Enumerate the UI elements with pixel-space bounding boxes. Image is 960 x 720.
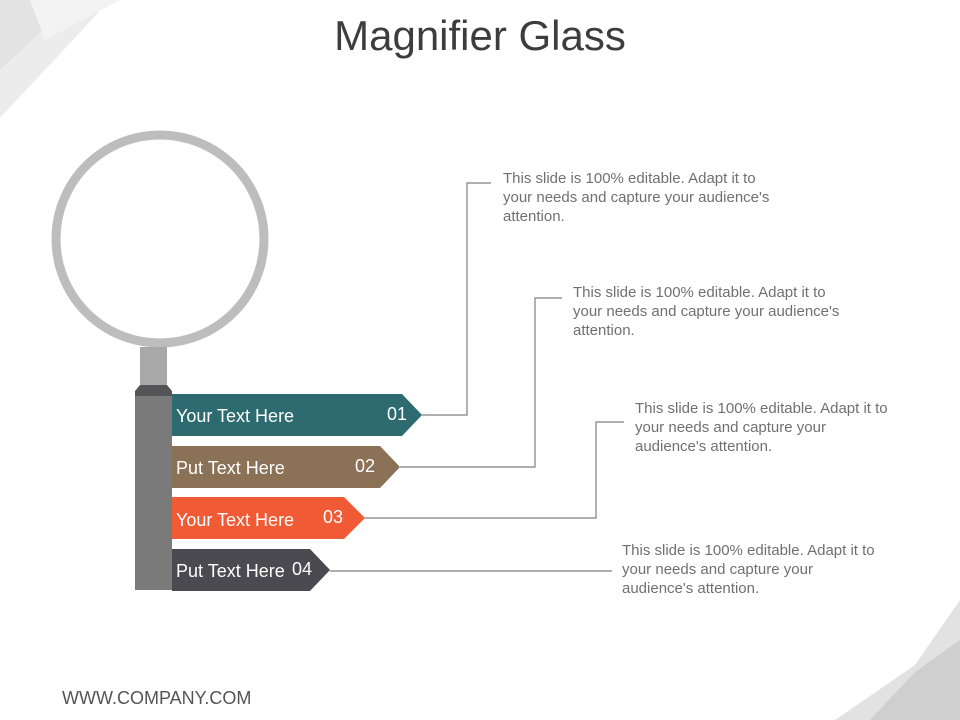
top-left-decoration bbox=[0, 0, 120, 118]
banner-label-01: Your Text Here bbox=[176, 406, 295, 426]
bottom-right-decoration bbox=[835, 600, 960, 720]
collar bbox=[135, 385, 172, 397]
banner-shape-02 bbox=[172, 446, 400, 488]
banner-shape-04 bbox=[172, 549, 330, 591]
description-03: This slide is 100% editable. Adapt it to… bbox=[635, 400, 888, 455]
description-01: This slide is 100% editable. Adapt it to… bbox=[503, 170, 770, 225]
lens-ring bbox=[51, 130, 269, 348]
neck bbox=[140, 347, 167, 387]
slide-title: Magnifier Glass bbox=[334, 12, 626, 59]
banner-label-03: Your Text Here bbox=[176, 510, 295, 530]
magnifier-glass bbox=[51, 130, 269, 590]
description-04: This slide is 100% editable. Adapt it to… bbox=[622, 542, 875, 597]
banner-shape-01 bbox=[172, 394, 422, 436]
connector-02 bbox=[400, 297, 562, 468]
footer-url: WWW.COMPANY.COM bbox=[62, 688, 252, 708]
banner-label-02: Put Text Here bbox=[176, 458, 285, 478]
banner-number-04: 04 bbox=[292, 559, 313, 579]
connector-01 bbox=[422, 182, 491, 416]
connector-03 bbox=[365, 421, 624, 519]
banner-number-02: 02 bbox=[355, 456, 376, 476]
description-02: This slide is 100% editable. Adapt it to… bbox=[573, 284, 840, 339]
handle bbox=[135, 396, 172, 590]
banner-number-01: 01 bbox=[387, 404, 408, 424]
banner-number-03: 03 bbox=[323, 507, 344, 527]
banner-label-04: Put Text Here bbox=[176, 561, 285, 581]
banner-shape-03 bbox=[172, 497, 365, 539]
